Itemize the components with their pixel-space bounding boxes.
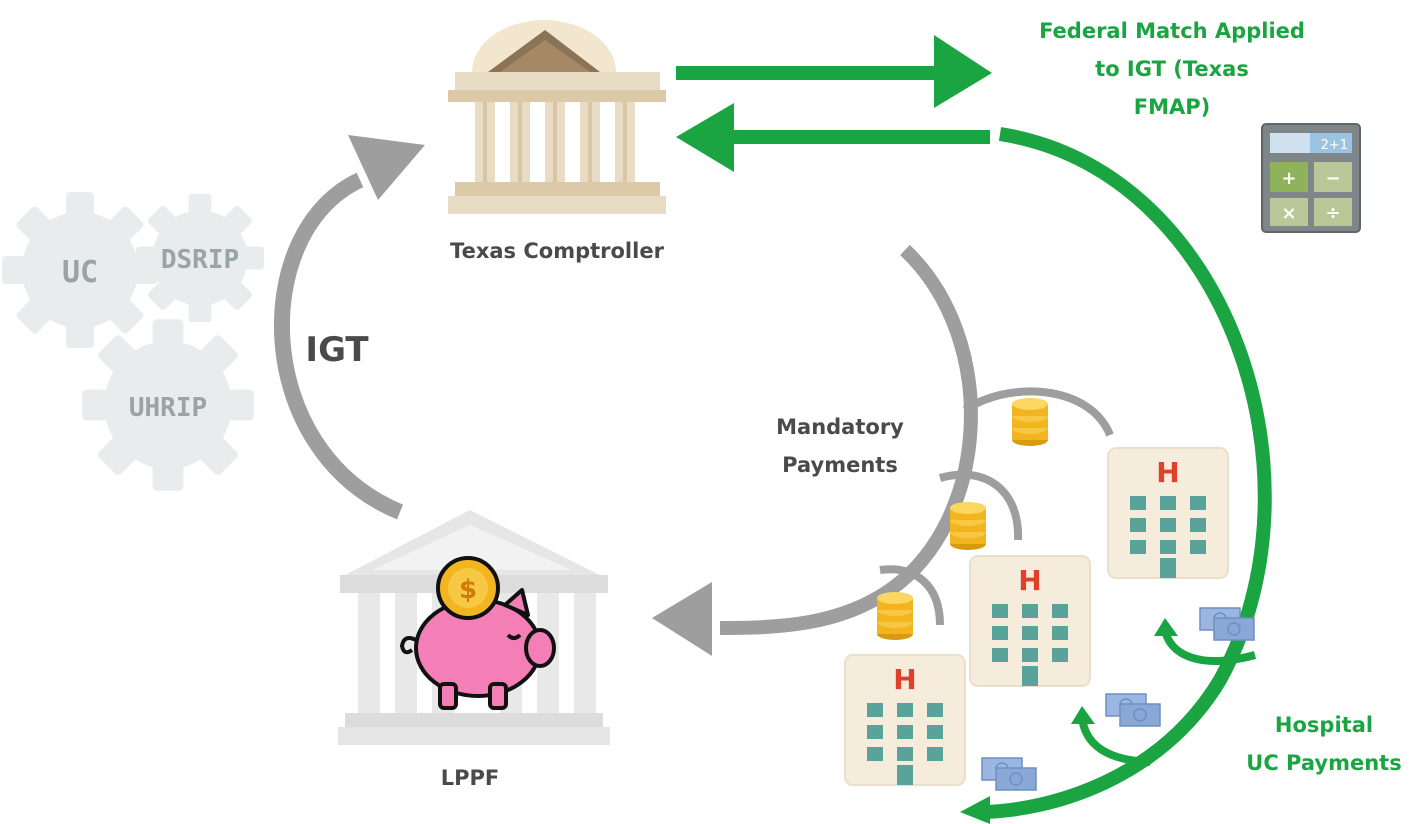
gear-label-uhrip: UHRIP xyxy=(129,393,207,423)
coin-stack-icon xyxy=(877,592,913,640)
hospital-building-icon: H xyxy=(1107,447,1229,579)
mandatory-label-line1: Mandatory xyxy=(776,415,904,439)
hospital-sign: H xyxy=(893,663,916,696)
gear-dsrip: DSRIP xyxy=(136,194,264,322)
banknotes-icon xyxy=(1105,693,1161,727)
hospital-uc-payments-arrow xyxy=(960,127,1272,824)
igt-label: IGT xyxy=(305,330,369,370)
hospital-sign: H xyxy=(1018,564,1041,597)
mandatory-label-line2: Payments xyxy=(782,453,898,477)
lppf-label: LPPF xyxy=(441,766,500,790)
federal-label-line1: Federal Match Applied xyxy=(1039,19,1305,43)
hospital-label-line2: UC Payments xyxy=(1246,751,1401,775)
federal-out-arrow xyxy=(676,35,992,108)
federal-label-line2: to IGT (Texas xyxy=(1095,57,1249,81)
calculator-display: 2+1 xyxy=(1321,138,1348,153)
bank-piggy-bank-icon: $ xyxy=(338,510,610,745)
federal-in-arrow xyxy=(676,103,990,172)
gear-uhrip: UHRIP xyxy=(82,319,254,491)
calc-key-plus: + xyxy=(1281,168,1296,189)
coin-stack-icon xyxy=(950,502,986,550)
hospital-building-icon: H xyxy=(969,555,1091,687)
calc-key-times: × xyxy=(1281,203,1296,224)
banknotes-icon xyxy=(981,757,1037,791)
svg-text:$: $ xyxy=(459,575,477,605)
gear-uc: UC xyxy=(2,192,158,348)
hospital-building-icon: H xyxy=(844,654,966,786)
coin-stack-icon xyxy=(1012,398,1048,446)
gear-label-uc: UC xyxy=(62,255,98,290)
gear-label-dsrip: DSRIP xyxy=(161,245,239,275)
hospital-sign: H xyxy=(1156,456,1179,489)
igt-arrow xyxy=(274,135,425,520)
calc-key-minus: − xyxy=(1325,168,1340,189)
calc-key-divide: ÷ xyxy=(1325,203,1340,224)
mandatory-payments-arrow xyxy=(652,244,1114,656)
calculator-icon: 2+1 + − × ÷ xyxy=(1261,123,1361,233)
comptroller-label: Texas Comptroller xyxy=(450,239,665,263)
government-building-icon xyxy=(448,20,666,214)
federal-label-line3: FMAP) xyxy=(1134,95,1210,119)
hospital-label-line1: Hospital xyxy=(1275,713,1373,737)
